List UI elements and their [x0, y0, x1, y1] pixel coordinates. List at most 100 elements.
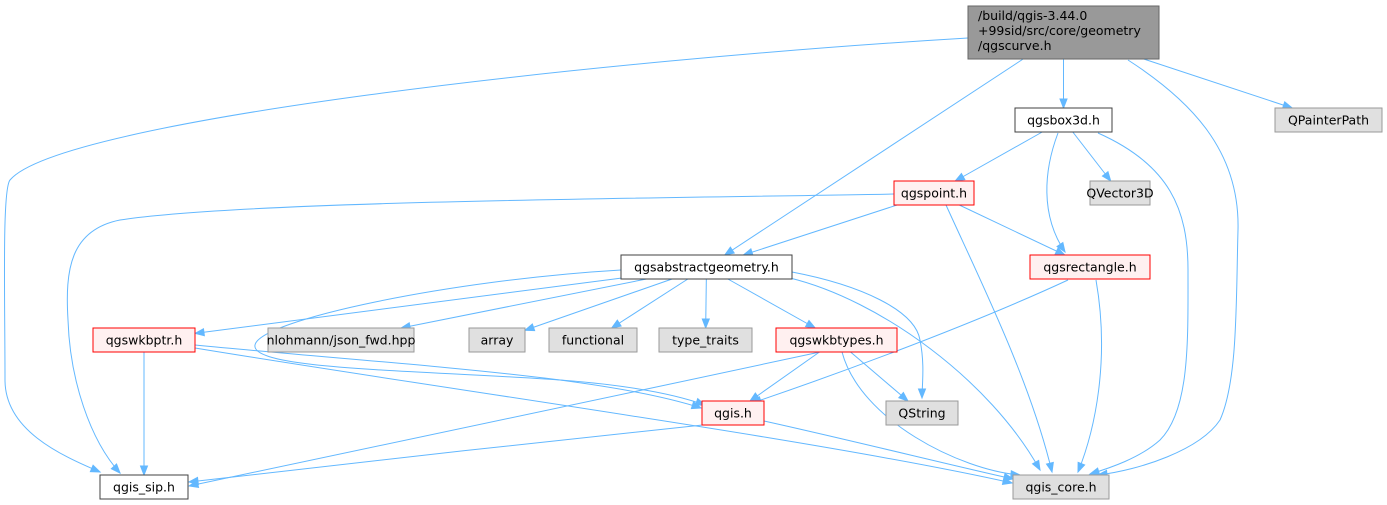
node-box [893, 180, 975, 206]
node-box [967, 5, 1160, 60]
node-box [468, 327, 526, 353]
edge-qgis-to-qgis_sip [187, 423, 713, 486]
edge-arrowhead [89, 464, 102, 473]
edge-arrowhead [1045, 461, 1054, 474]
edge-arrowhead [701, 318, 711, 330]
edge-line [727, 278, 816, 329]
edge-qgsrectangle-to-qgis_core [1077, 279, 1103, 474]
node-qgis_sip[interactable]: qgis_sip.h [99, 474, 189, 500]
node-json_fwd: nlohmann/json_fwd.hpp [267, 327, 415, 353]
edge-line [955, 131, 1043, 182]
edge-qgswkbptr-to-qgis_sip [139, 352, 149, 477]
node-box [267, 327, 415, 353]
node-label: functional [562, 333, 624, 348]
edge-arrowhead [1059, 98, 1068, 110]
edge-root-to-qgis_sip [3, 37, 969, 473]
edge-qgspoint-to-qgsabstractgeometry [742, 204, 898, 257]
node-box [92, 327, 196, 353]
edge-line [188, 423, 713, 483]
node-label: /build/qgis-3.44.0 [978, 8, 1087, 23]
edge-arrowhead [1077, 461, 1086, 474]
edge-line [254, 269, 706, 406]
edge-line [611, 278, 689, 329]
node-label: qgspoint.h [901, 186, 967, 201]
edge-line [1046, 132, 1066, 253]
edge-arrowhead [1101, 170, 1112, 183]
node-label: qgsbox3d.h [1027, 113, 1100, 128]
node-label: array [481, 333, 514, 348]
node-label: QPainterPath [1288, 113, 1369, 128]
edge-arrowhead [897, 391, 909, 402]
node-label: qgsabstractgeometry.h [634, 260, 779, 275]
node-type_traits: type_traits [658, 327, 753, 353]
node-qgswkbptr[interactable]: qgswkbptr.h [92, 327, 196, 353]
edge-line [945, 204, 1053, 473]
edge-arrowhead [139, 465, 149, 477]
node-label: qgswkbptr.h [106, 333, 183, 348]
node-box [620, 254, 793, 280]
nodes-layer: /build/qgis-3.44.0+99sid/src/core/geomet… [92, 5, 1383, 500]
node-qgsabstractgeometry[interactable]: qgsabstractgeometry.h [620, 254, 793, 280]
node-box [701, 400, 765, 426]
node-qvector3d: QVector3D [1086, 180, 1154, 206]
edge-arrowhead [1002, 472, 1015, 482]
edge-qgsbox3d-to-qgis_core [1088, 132, 1189, 476]
node-label: /qgscurve.h [978, 38, 1052, 53]
node-box [99, 474, 189, 500]
node-root[interactable]: /build/qgis-3.44.0+99sid/src/core/geomet… [967, 5, 1160, 60]
edge-arrowhead [723, 246, 736, 256]
node-box [1089, 180, 1151, 206]
node-label: QVector3D [1086, 186, 1153, 201]
edge-line [763, 420, 1014, 480]
node-qgis_core: qgis_core.h [1012, 474, 1110, 500]
edge-line [1143, 58, 1293, 109]
edge-line [194, 344, 702, 409]
edge-line [959, 204, 1065, 256]
edge-line [194, 277, 622, 334]
edge-line [743, 204, 898, 256]
node-qgsbox3d[interactable]: qgsbox3d.h [1014, 107, 1113, 133]
node-qstring: QString [885, 400, 959, 426]
edge-arrowhead [690, 401, 703, 410]
edge-line [3, 37, 969, 473]
edge-qgswkbtypes-to-qgis [748, 351, 820, 402]
node-box [658, 327, 753, 353]
edge-line [66, 193, 895, 474]
edge-line [400, 278, 647, 329]
edge-qgspoint-to-qgsrectangle [959, 204, 1066, 256]
node-qgspoint[interactable]: qgspoint.h [893, 180, 975, 206]
node-qgsrectangle[interactable]: qgsrectangle.h [1029, 254, 1151, 280]
edge-qgswkbtypes-to-qstring [850, 351, 909, 402]
edge-qgswkbptr-to-qgis [194, 344, 703, 410]
edge-arrowhead [748, 392, 761, 402]
edge-line [1089, 132, 1189, 475]
edge-qgsbox3d-to-qgsrectangle [1046, 132, 1066, 254]
edge-line [850, 351, 909, 402]
edge-root-to-qgsbox3d [1059, 59, 1068, 110]
edge-line [194, 347, 1013, 484]
node-qgis[interactable]: qgis.h [701, 400, 765, 426]
edge-line [524, 278, 673, 331]
edge-qgsabstractgeometry-to-qgis_core [789, 277, 1041, 472]
edge-qgsabstractgeometry-to-qgswkbptr [193, 277, 622, 337]
edge-qgsabstractgeometry-to-array [523, 278, 673, 332]
edge-qgsabstractgeometry-to-functional [610, 278, 689, 329]
edge-arrowhead [523, 323, 536, 332]
node-label: qgis_sip.h [113, 480, 175, 495]
edge-qgsbox3d-to-qvector3d [1072, 131, 1112, 183]
edge-qgspoint-to-qgis_core [945, 204, 1054, 474]
node-label: qgsrectangle.h [1043, 260, 1136, 275]
node-label: type_traits [672, 333, 739, 348]
node-qpainterpath: QPainterPath [1274, 107, 1383, 133]
edges-layer [3, 37, 1294, 489]
node-qgswkbtypes[interactable]: qgswkbtypes.h [775, 327, 898, 353]
node-label: qgis.h [714, 406, 752, 421]
edge-root-to-qgsabstractgeometry [723, 58, 1024, 256]
node-label: +99sid/src/core/geometry [978, 23, 1141, 38]
node-array: array [468, 327, 526, 353]
edge-root-to-qpainterpath [1143, 58, 1294, 110]
edge-qgsabstractgeometry-to-type_traits [701, 278, 711, 330]
edge-line [749, 351, 820, 402]
node-functional: functional [548, 327, 638, 353]
